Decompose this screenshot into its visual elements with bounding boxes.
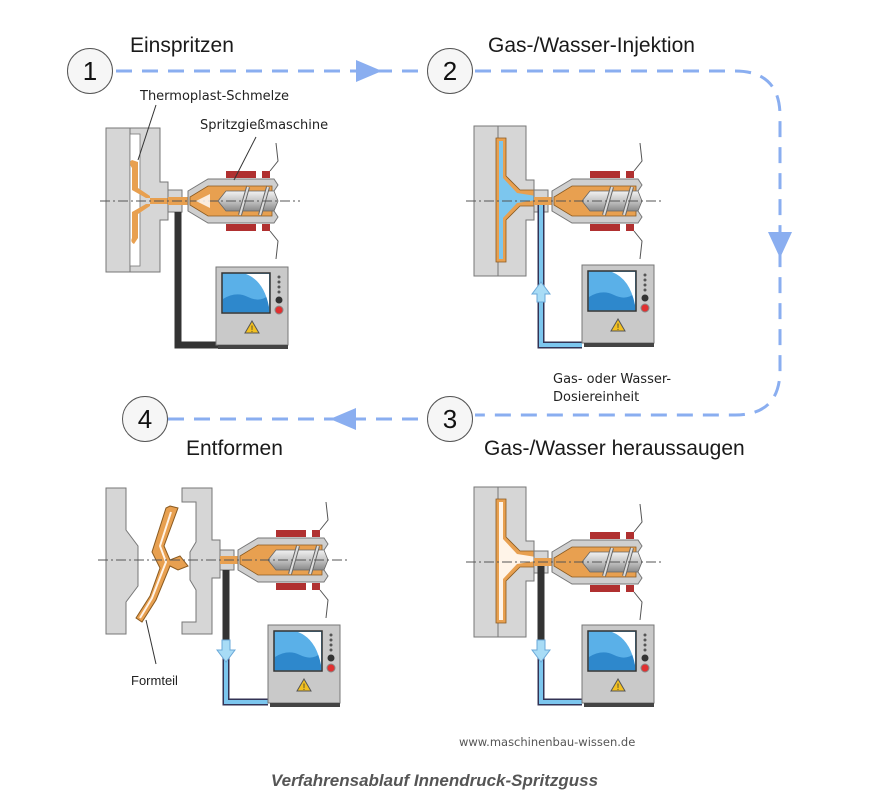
- station-1-injection: [100, 104, 300, 350]
- step-number-1: 1: [67, 48, 113, 94]
- station-3-gas-water-extraction: [466, 486, 662, 708]
- label-molded-part: Formteil: [131, 673, 178, 688]
- label-dosing-unit-line1: Gas- oder Wasser-: [553, 372, 672, 387]
- molded-part: [135, 505, 189, 623]
- flow-arrow-2-to-3: [475, 69, 792, 417]
- figure-caption: Verfahrensablauf Innendruck-Spritzguss: [270, 771, 599, 790]
- step-title-4: Entformen: [186, 437, 283, 460]
- label-thermoplastic-melt: Thermoplast-Schmelze: [140, 89, 290, 104]
- label-injection-machine: Spritzgießmaschine: [200, 118, 329, 133]
- step-number-3: 3: [427, 396, 473, 442]
- flow-arrow-1-to-2: [116, 60, 425, 82]
- step-title-3: Gas-/Wasser heraussaugen: [484, 437, 745, 460]
- source-credit: www.maschinenbau-wissen.de: [459, 735, 636, 749]
- melt-in-mold: [130, 160, 168, 244]
- step-title-1: Einspritzen: [130, 34, 234, 57]
- label-dosing-unit-line2: Dosiereinheit: [553, 390, 640, 405]
- flow-arrow-3-to-4: [168, 408, 425, 430]
- step-number-2: 2: [427, 48, 473, 94]
- step-number-4: 4: [122, 396, 168, 442]
- station-4-demolding: [98, 487, 348, 708]
- step-title-2: Gas-/Wasser-Injektion: [488, 34, 695, 57]
- station-2-gas-water-injection: [466, 125, 662, 349]
